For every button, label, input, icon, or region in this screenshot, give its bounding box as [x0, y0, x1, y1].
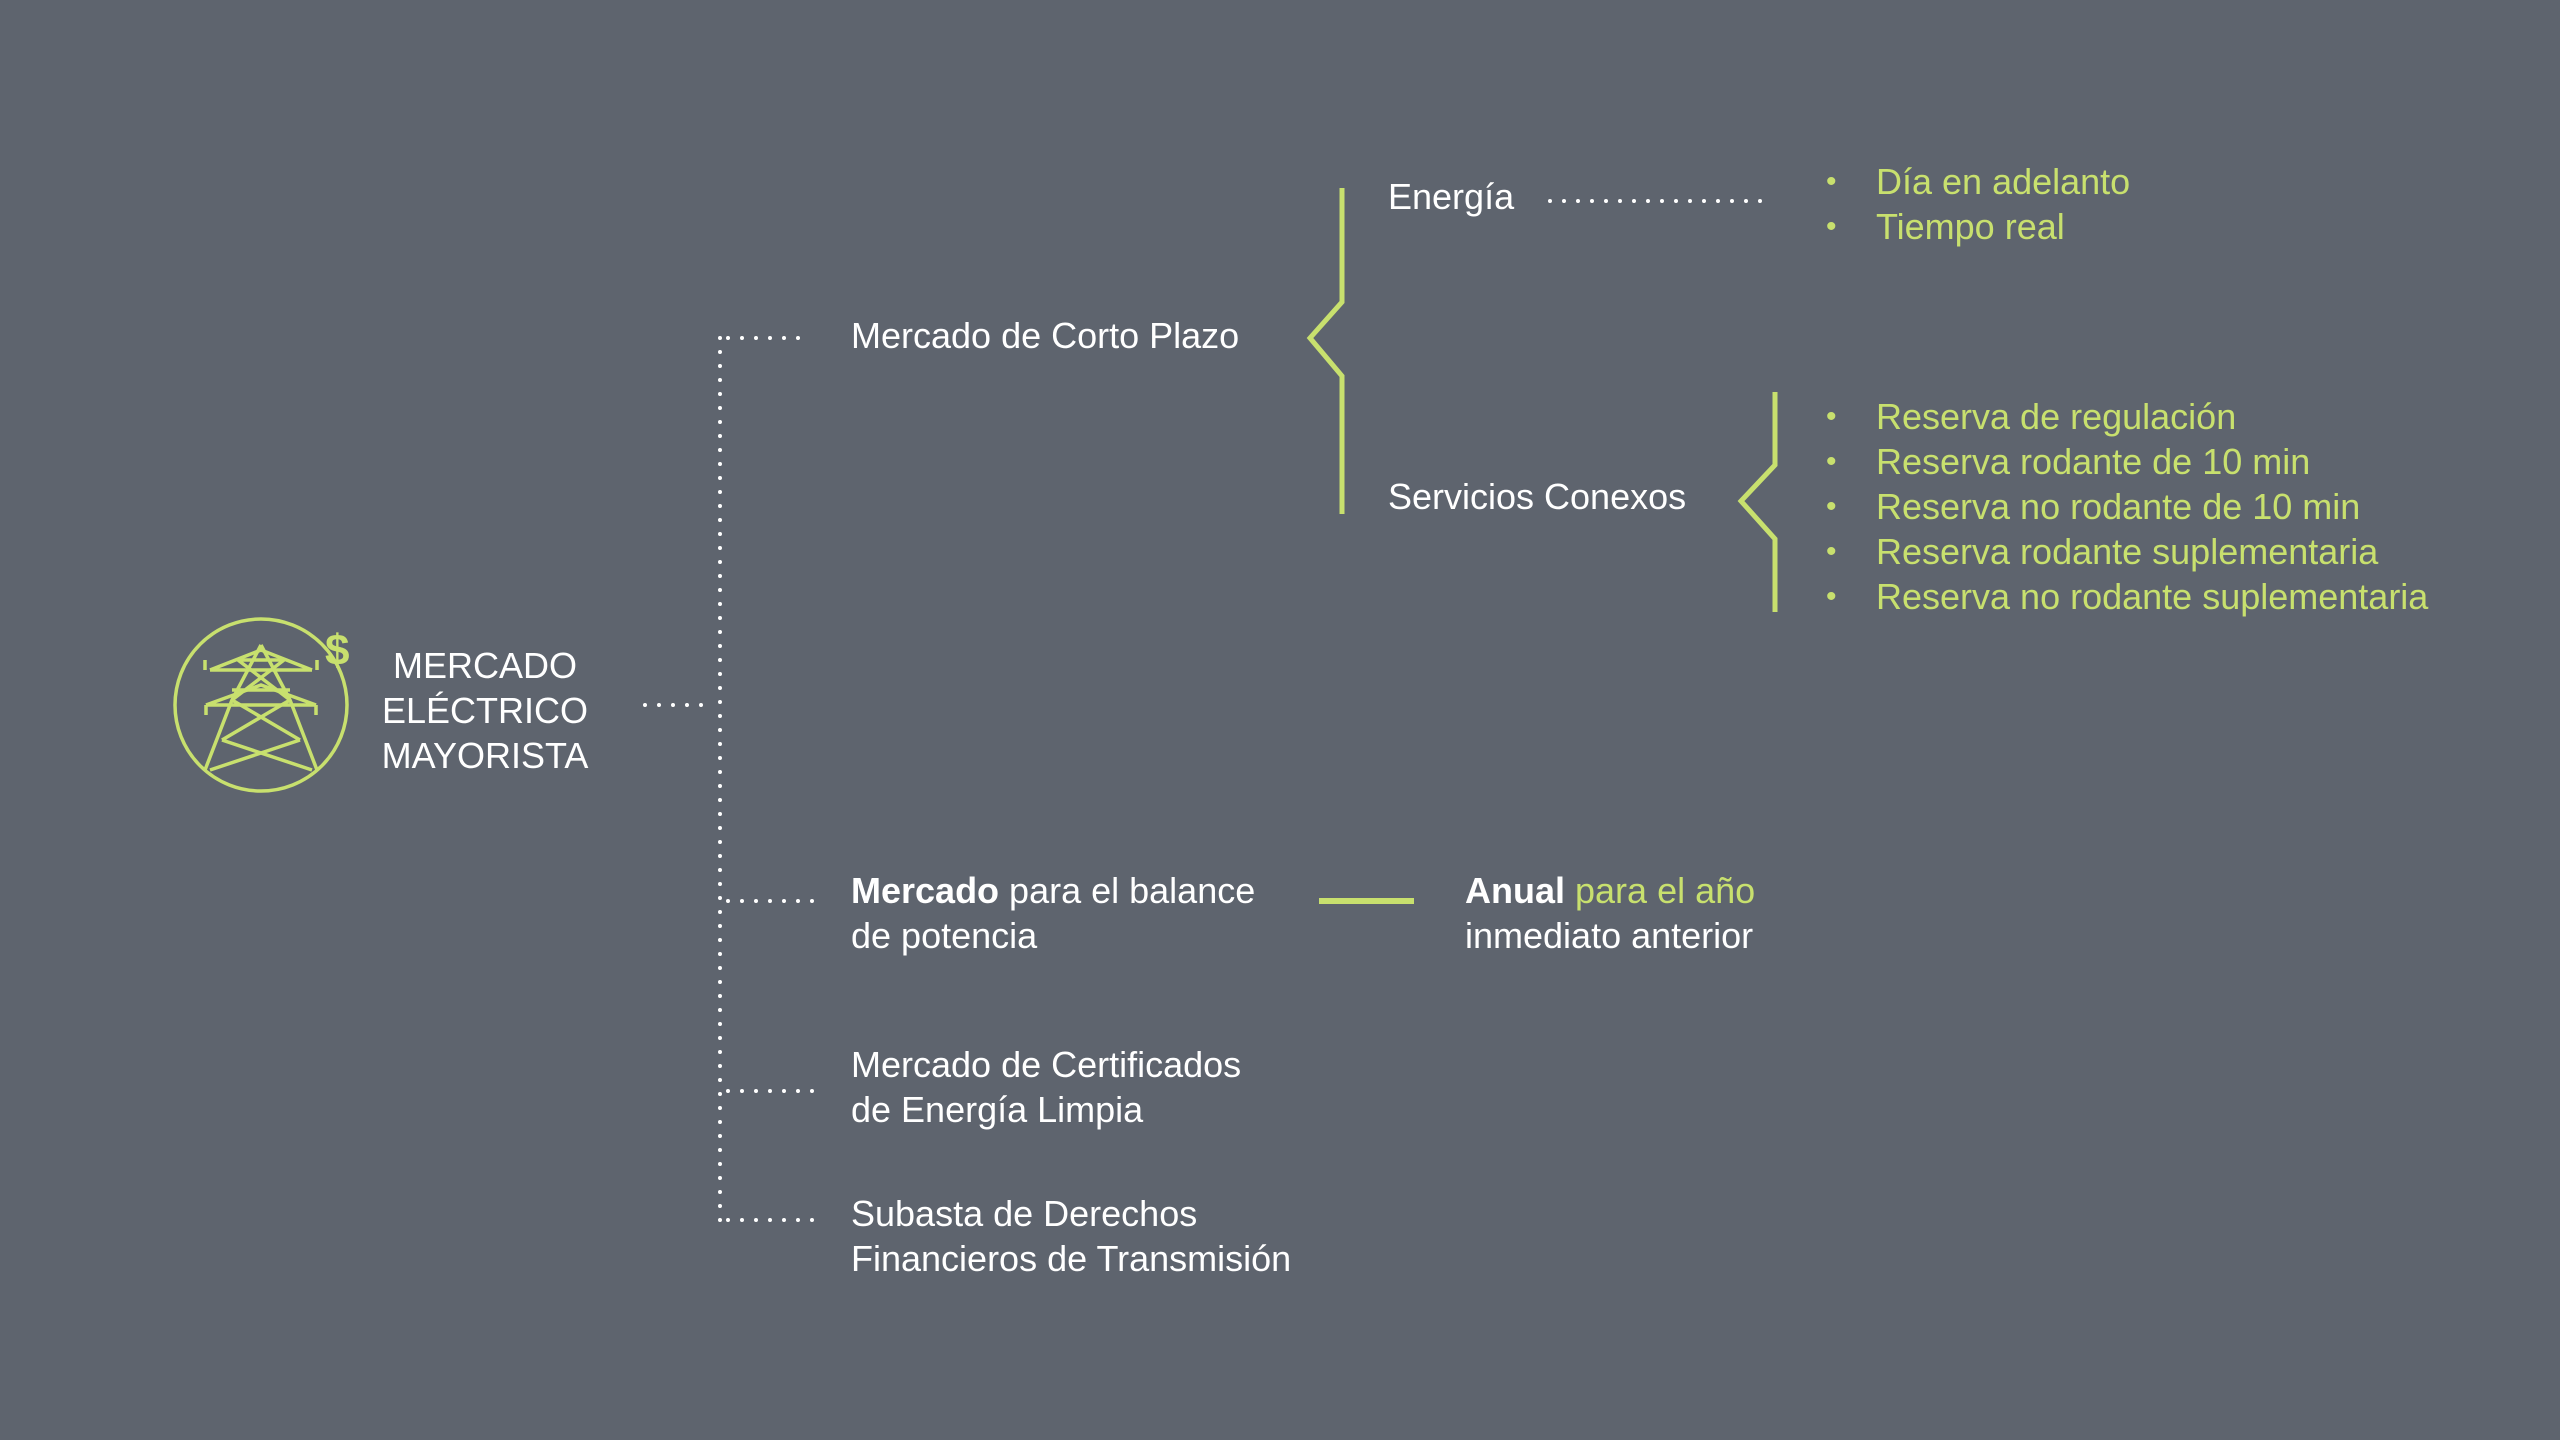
subasta-line1: Subasta de Derechos — [851, 1193, 1198, 1234]
root-line: MAYORISTA — [381, 735, 589, 776]
list-item: Reserva rodante de 10 min — [1826, 439, 2428, 484]
list-item: Reserva no rodante de 10 min — [1826, 484, 2428, 529]
root-title: MERCADO ELÉCTRICO MAYORISTA — [370, 643, 600, 778]
balance-bold: Mercado — [851, 870, 1000, 911]
servicios-list: Reserva de regulación Reserva rodante de… — [1826, 394, 2428, 619]
list-item: Reserva rodante suplementaria — [1826, 529, 2428, 574]
subasta-line2: Financieros de Transmisión — [851, 1238, 1292, 1279]
anual-line2: inmediato anterior — [1465, 915, 1754, 956]
certificados-line2: de Energía Limpia — [851, 1089, 1144, 1130]
corto-plazo-label: Mercado de Corto Plazo — [851, 315, 1240, 356]
certificados-label: Mercado de Certificados de Energía Limpi… — [851, 1042, 1241, 1132]
dollar-icon: $ — [325, 626, 349, 675]
list-item: Reserva no rodante suplementaria — [1826, 574, 2428, 619]
root-line: ELÉCTRICO — [381, 690, 589, 731]
subasta-label: Subasta de Derechos Financieros de Trans… — [851, 1191, 1291, 1281]
energia-label: Energía — [1388, 176, 1515, 217]
brace-corto-plazo — [1306, 188, 1345, 514]
certificados-line1: Mercado de Certificados — [851, 1044, 1242, 1085]
brace-servicios — [1737, 392, 1778, 612]
dotted-connectors — [643, 199, 1766, 1224]
tower-icon — [173, 617, 349, 793]
list-item: Día en adelanto — [1826, 159, 2130, 204]
balance-label: Mercado para el balance de potencia — [851, 868, 1255, 958]
balance-rest: para el balance — [999, 870, 1256, 911]
anual-bold: Anual — [1465, 870, 1566, 911]
balance-detail: Anual para el año inmediato anterior — [1465, 868, 1755, 958]
root-line: MERCADO — [392, 645, 577, 686]
list-item: Reserva de regulación — [1826, 394, 2428, 439]
list-item: Tiempo real — [1826, 204, 2130, 249]
energia-list: Día en adelanto Tiempo real — [1826, 159, 2130, 249]
servicios-label: Servicios Conexos — [1388, 476, 1687, 517]
anual-green: para el año — [1565, 870, 1756, 911]
balance-line2: de potencia — [851, 915, 1038, 956]
